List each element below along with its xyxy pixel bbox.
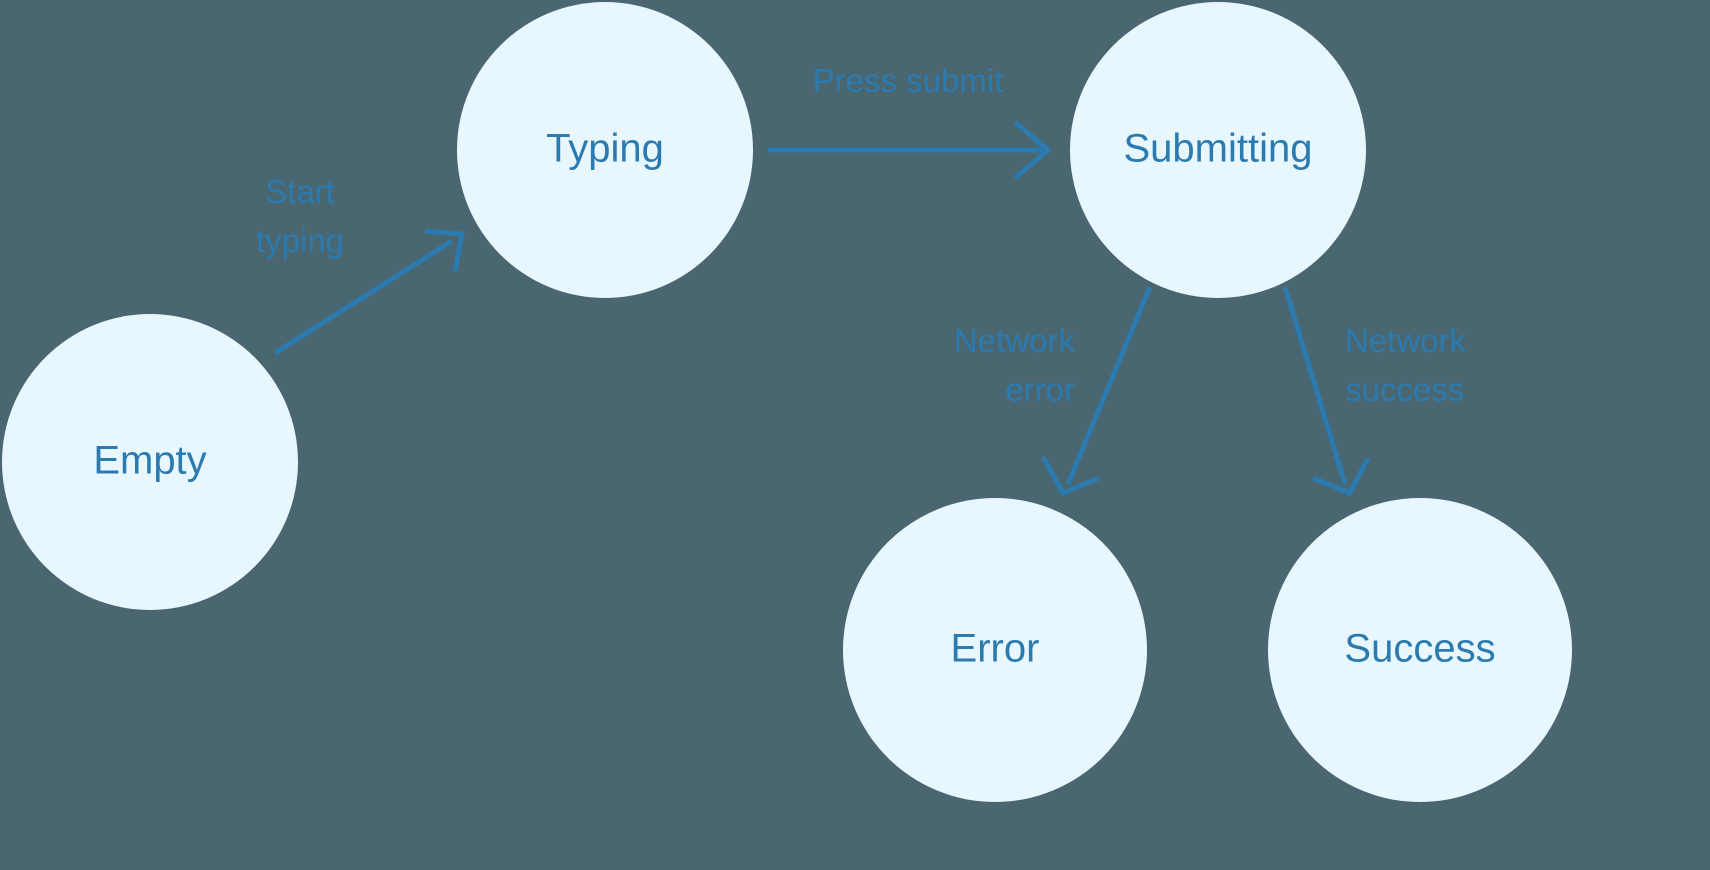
node-circle-typing <box>457 2 753 298</box>
edge-empty-to-typing[interactable] <box>273 228 465 356</box>
edge-label-line-typing: typing <box>256 222 344 259</box>
edge-label-submitting-to-error: Network error <box>954 322 1076 408</box>
edge-label-line-network: Network <box>954 322 1076 359</box>
edge-label-line-network: Network <box>1345 322 1467 359</box>
node-circle-success <box>1268 498 1572 802</box>
node-label-typing: Typing <box>546 127 664 171</box>
node-circle-submitting <box>1070 2 1366 298</box>
edge-line-empty-to-typing <box>273 238 454 356</box>
node-circle-error <box>843 498 1147 802</box>
node-label-empty: Empty <box>93 439 206 483</box>
node-label-success: Success <box>1344 627 1495 671</box>
arrowhead-submitting-to-error <box>1040 455 1100 497</box>
edge-label-line-start: Start <box>265 173 335 210</box>
edge-line-submitting-to-success <box>1282 286 1348 485</box>
edge-label-line-error: error <box>1005 371 1075 408</box>
node-label-error: Error <box>951 627 1040 671</box>
node-typing[interactable]: Typing <box>457 2 753 298</box>
edge-typing-to-submitting[interactable] <box>768 120 1052 180</box>
edge-label-line-press-submit: Press submit <box>813 62 1004 99</box>
arrowhead-submitting-to-success <box>1312 456 1371 497</box>
edge-submitting-to-error[interactable] <box>1040 286 1153 497</box>
edge-label-typing-to-submitting: Press submit <box>813 62 1004 99</box>
arrowhead-typing-to-submitting <box>1013 120 1052 180</box>
edge-line-submitting-to-error <box>1065 286 1153 485</box>
edge-label-line-success: success <box>1345 371 1464 408</box>
edge-label-submitting-to-success: Network success <box>1345 322 1467 408</box>
node-empty[interactable]: Empty <box>2 314 298 610</box>
node-label-submitting: Submitting <box>1124 127 1313 171</box>
edge-submitting-to-success[interactable] <box>1282 286 1371 497</box>
node-error[interactable]: Error <box>843 498 1147 802</box>
node-circle-empty <box>2 314 298 610</box>
edge-label-empty-to-typing: Start typing <box>256 173 344 259</box>
arrowhead-empty-to-typing <box>424 228 465 272</box>
node-submitting[interactable]: Submitting <box>1070 2 1366 298</box>
node-success[interactable]: Success <box>1268 498 1572 802</box>
